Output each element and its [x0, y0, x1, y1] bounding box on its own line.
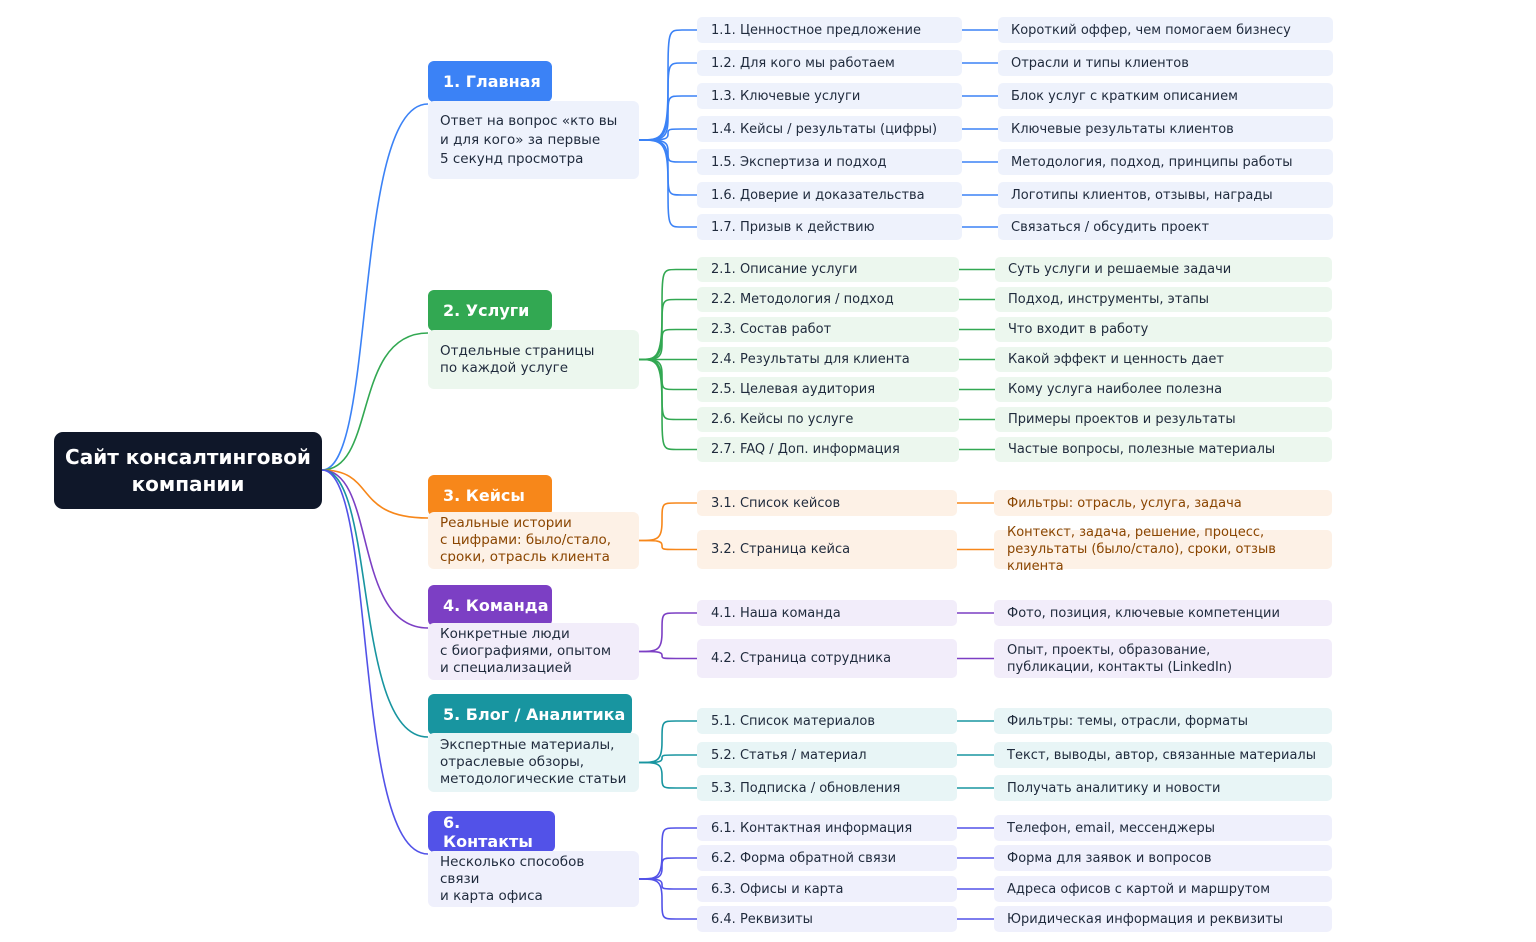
item-note: Контекст, задача, решение, процесс, резу…: [994, 525, 1332, 574]
item-label: 2.5. Целевая аудитория: [697, 377, 959, 402]
section-title: 3. Кейсы: [428, 475, 552, 516]
item-note: Текст, выводы, автор, связанные материал…: [994, 742, 1332, 768]
item-note: Блок услуг с кратким описанием: [998, 83, 1333, 109]
root-branch-line: [321, 469, 429, 519]
section-description: Конкретные люди с биографиями, опытом и …: [428, 623, 639, 680]
item-label: 5.1. Список материалов: [697, 708, 957, 734]
item-label: 2.1. Описание услуги: [697, 257, 959, 282]
item-branch-line: [638, 878, 697, 890]
section-description: Экспертные материалы, отраслевые обзоры,…: [428, 733, 639, 792]
item-note: Отрасли и типы клиентов: [998, 50, 1333, 76]
item-branch-line: [638, 857, 697, 880]
item-note: Адреса офисов с картой и маршрутом: [994, 876, 1332, 902]
item-note: Подход, инструменты, этапы: [995, 287, 1332, 312]
item-branch-line: [638, 827, 697, 880]
item-label: 5.3. Подписка / обновления: [697, 775, 957, 801]
item-branch-line: [638, 358, 697, 451]
item-note: Методология, подход, принципы работы: [998, 149, 1333, 175]
item-note: Фото, позиция, ключевые компетенции: [994, 600, 1332, 626]
item-branch-line: [638, 612, 697, 653]
item-note: Что входит в работу: [995, 317, 1332, 342]
item-note: Телефон, email, мессенджеры: [994, 815, 1332, 841]
item-label: 1.5. Экспертиза и подход: [697, 149, 962, 175]
root-branch-line: [321, 469, 429, 738]
section-title: 2. Услуги: [428, 290, 552, 331]
item-label: 1.6. Доверие и доказательства: [697, 182, 962, 208]
item-branch-line: [638, 761, 697, 789]
item-branch-line: [638, 754, 697, 764]
item-note: Суть услуги и решаемые задачи: [995, 257, 1332, 282]
item-branch-line: [638, 128, 697, 141]
root-branch-line: [321, 469, 429, 855]
item-note: Связаться / обсудить проект: [998, 214, 1333, 240]
item-label: 1.2. Для кого мы работаем: [697, 50, 962, 76]
item-note: Кому услуга наиболее полезна: [995, 377, 1332, 402]
item-label: 1.4. Кейсы / результаты (цифры): [697, 116, 962, 142]
item-note: Короткий оффер, чем помогаем бизнесу: [998, 17, 1333, 43]
item-branch-line: [638, 139, 697, 228]
section-description: Отдельные страницы по каждой услуге: [428, 330, 639, 389]
root-branch-line: [321, 469, 429, 629]
item-label: 2.7. FAQ / Доп. информация: [697, 437, 959, 462]
root-node: Сайт консалтинговой компании: [54, 432, 322, 509]
item-note: Форма для заявок и вопросов: [994, 845, 1332, 871]
item-label: 2.3. Состав работ: [697, 317, 959, 342]
item-note: Фильтры: отрасль, услуга, задача: [994, 490, 1332, 516]
section-description: Реальные истории с цифрами: было/стало, …: [428, 512, 639, 569]
section-title: 6. Контакты: [428, 811, 555, 852]
item-label: 3.2. Страница кейса: [697, 530, 957, 569]
item-note: Примеры проектов и результаты: [995, 407, 1332, 432]
item-note: Ключевые результаты клиентов: [998, 116, 1333, 142]
section-description: Ответ на вопрос «кто вы и для кого» за п…: [428, 101, 639, 179]
item-branch-line: [638, 650, 697, 660]
item-label: 6.2. Форма обратной связи: [697, 845, 957, 871]
section-title: 4. Команда: [428, 585, 552, 626]
item-note: Логотипы клиентов, отзывы, награды: [998, 182, 1333, 208]
section-description: Несколько способов связи и карта офиса: [428, 851, 639, 907]
root-branch-line: [321, 103, 429, 471]
item-note: Фильтры: темы, отрасли, форматы: [994, 708, 1332, 734]
item-note: Какой эффект и ценность дает: [995, 347, 1332, 372]
item-label: 3.1. Список кейсов: [697, 490, 957, 516]
item-label: 6.3. Офисы и карта: [697, 876, 957, 902]
section-title: 1. Главная: [428, 61, 552, 102]
item-label: 1.3. Ключевые услуги: [697, 83, 962, 109]
item-note: Получать аналитику и новости: [994, 775, 1332, 801]
item-branch-line: [638, 268, 697, 361]
item-label: 2.4. Результаты для клиента: [697, 347, 959, 372]
item-label: 4.1. Наша команда: [697, 600, 957, 626]
item-branch-line: [638, 328, 697, 361]
item-label: 6.1. Контактная информация: [697, 815, 957, 841]
item-branch-line: [638, 878, 697, 920]
item-note: Опыт, проекты, образование, публикации, …: [994, 639, 1332, 678]
item-label: 5.2. Статья / материал: [697, 742, 957, 768]
item-branch-line: [638, 358, 697, 391]
item-branch-line: [638, 539, 697, 551]
root-branch-line: [321, 332, 429, 471]
item-branch-line: [638, 720, 697, 764]
item-label: 6.4. Реквизиты: [697, 906, 957, 932]
item-label: 2.2. Методология / подход: [697, 287, 959, 312]
item-note: Частые вопросы, полезные материалы: [995, 437, 1332, 462]
item-label: 4.2. Страница сотрудника: [697, 639, 957, 678]
item-label: 2.6. Кейсы по услуге: [697, 407, 959, 432]
item-label: 1.1. Ценностное предложение: [697, 17, 962, 43]
item-note: Юридическая информация и реквизиты: [994, 906, 1332, 932]
section-title: 5. Блог / Аналитика: [428, 694, 632, 735]
item-label: 1.7. Призыв к действию: [697, 214, 962, 240]
item-branch-line: [638, 502, 697, 542]
